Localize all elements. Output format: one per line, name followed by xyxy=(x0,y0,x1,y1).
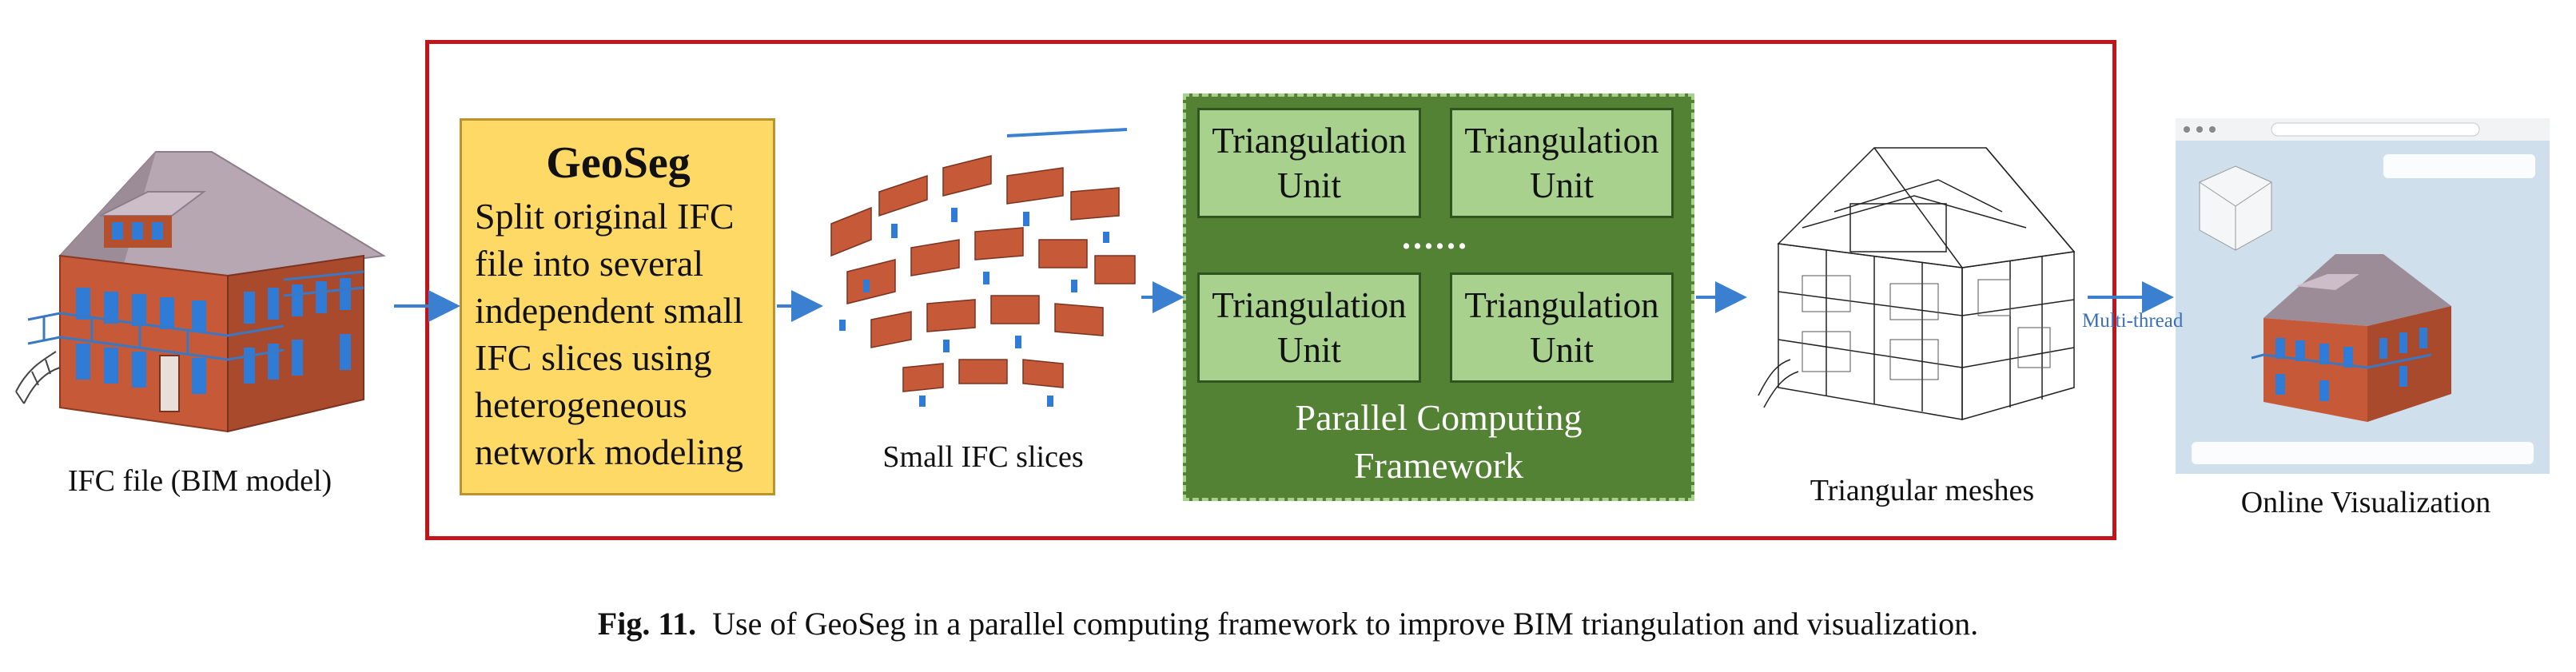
triangulation-unit: Triangulation Unit xyxy=(1450,272,1674,383)
figure-caption: Fig. 11. Use of GeoSeg in a parallel com… xyxy=(0,605,2576,642)
multi-thread-label: Multi-thread xyxy=(2082,310,2184,332)
geoseg-line: Split original IFC xyxy=(475,196,735,237)
geoseg-line: independent small xyxy=(475,290,743,331)
triangulation-unit: Triangulation Unit xyxy=(1197,272,1421,383)
triangulation-unit: Triangulation Unit xyxy=(1450,108,1674,218)
triangular-meshes-label: Triangular meshes xyxy=(1810,474,2035,507)
triangulation-unit: Triangulation Unit xyxy=(1197,108,1421,218)
framework-label: Parallel Computing Framework xyxy=(1295,397,1583,486)
ifc-slices-image xyxy=(830,128,1136,407)
geoseg-line: file into several xyxy=(475,243,704,284)
geoseg-line: IFC slices using xyxy=(475,337,712,378)
figure-number: Fig. 11. xyxy=(597,606,697,642)
small-ifc-slices-label: Small IFC slices xyxy=(882,440,1084,474)
geoseg-pipeline-frame xyxy=(425,40,2116,540)
geoseg-description: Split original IFC file into several ind… xyxy=(475,193,762,475)
geoseg-box: GeoSeg Split original IFC file into seve… xyxy=(460,118,775,495)
geoseg-title: GeoSeg xyxy=(546,138,691,188)
parallel-computing-framework: Triangulation Unit Triangulation Unit ..… xyxy=(1183,93,1694,501)
online-visualization-label: Online Visualization xyxy=(2240,486,2491,519)
online-visualization-screenshot xyxy=(2176,118,2550,474)
ellipsis: ...... xyxy=(1402,217,1469,256)
geoseg-line: heterogeneous xyxy=(475,384,687,425)
flow-arrows xyxy=(394,281,2174,322)
geoseg-line: network modeling xyxy=(475,431,743,472)
triangular-mesh-image xyxy=(1758,147,2076,420)
ifc-file-label: IFC file (BIM model) xyxy=(67,464,332,498)
bim-building-image xyxy=(15,151,386,433)
caption-text: Use of GeoSeg in a parallel computing fr… xyxy=(712,606,1979,642)
